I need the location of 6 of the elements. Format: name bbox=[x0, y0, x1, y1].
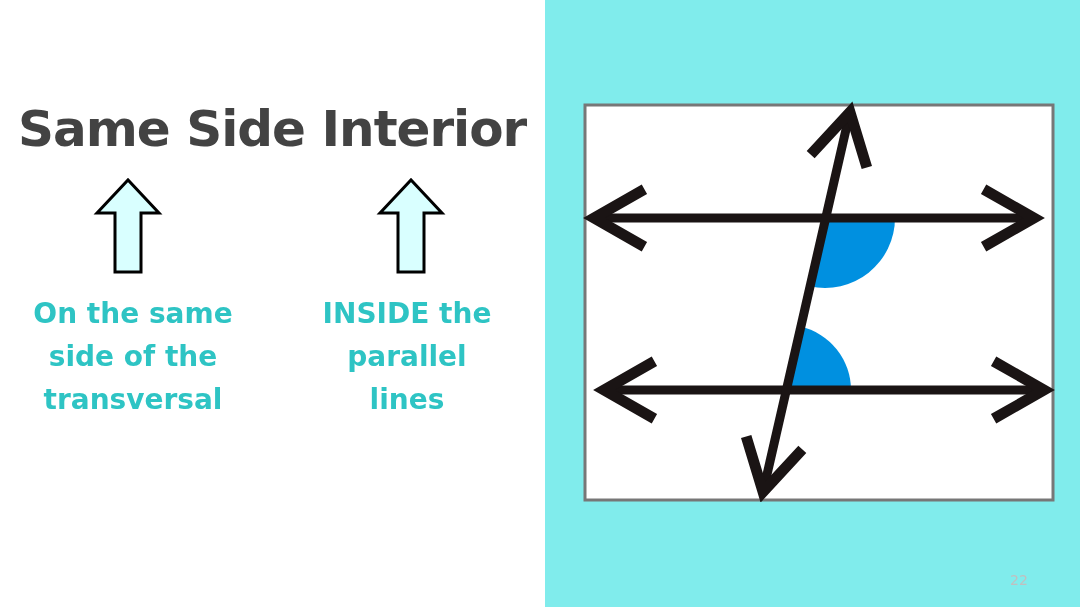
block-arrow bbox=[376, 177, 446, 274]
slide-title: Same Side Interior bbox=[18, 100, 527, 158]
block-arrow bbox=[93, 177, 163, 274]
explanation-text: On the same side of the transversal bbox=[20, 292, 246, 421]
explanation-text: INSIDE the parallel lines bbox=[310, 292, 504, 421]
page-number: 22 bbox=[1010, 572, 1028, 588]
